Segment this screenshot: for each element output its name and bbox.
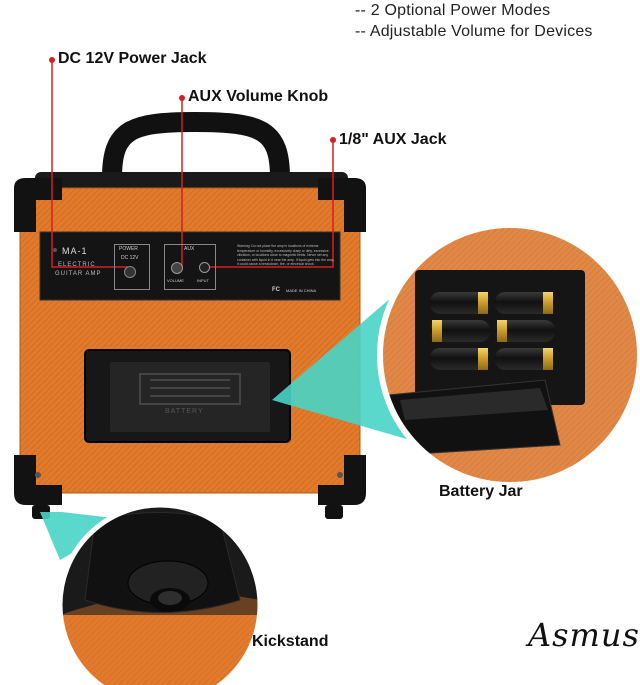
corner-protectors xyxy=(14,178,366,505)
battery-zoom-circle xyxy=(380,225,640,485)
callout-kickstand: Kickstand xyxy=(252,633,329,650)
panel-power-label: POWER xyxy=(119,246,138,252)
feature-power-modes: -- 2 Optional Power Modes xyxy=(355,2,551,19)
panel-made-in: MADE IN CHINA xyxy=(286,288,317,293)
panel-dc-label: DC 12V xyxy=(121,255,139,261)
dc-power-jack xyxy=(124,266,136,278)
panel-warning-text: Warning: Do not place the amp in locatio… xyxy=(237,244,335,267)
amp-foot-right xyxy=(325,505,343,519)
callout-aux-jack: 1/8" AUX Jack xyxy=(339,131,447,148)
aux-input-jack xyxy=(199,262,210,273)
callout-aux-volume-knob: AUX Volume Knob xyxy=(188,88,329,105)
panel-aux-section xyxy=(164,244,216,290)
aux-volume-knob xyxy=(171,262,183,274)
feature-adjustable-volume: -- Adjustable Volume for Devices xyxy=(355,23,593,40)
panel-model: MA-1 xyxy=(62,246,88,256)
kickstand-zoom-circle xyxy=(60,505,260,685)
panel-type-line1: ELECTRIC xyxy=(58,262,96,268)
battery-door-label: BATTERY xyxy=(165,408,204,415)
panel-aux-label: AUX xyxy=(184,246,195,252)
amp-handle xyxy=(102,111,290,188)
callout-dc-power-jack: DC 12V Power Jack xyxy=(58,50,207,67)
panel-fc-mark: FC xyxy=(272,287,280,293)
callout-battery-jar: Battery Jar xyxy=(439,483,523,500)
brand-logo: Asmuse xyxy=(528,616,640,654)
back-panel xyxy=(39,231,341,301)
panel-volume-label: VOLUME xyxy=(167,278,184,283)
battery-cells xyxy=(430,292,555,370)
battery-zoom-beam xyxy=(272,290,410,440)
panel-type-line2: GUITAR AMP xyxy=(55,271,102,277)
panel-power-section xyxy=(114,244,150,290)
callout-dots xyxy=(49,57,336,143)
panel-input-label: INPUT xyxy=(197,278,209,283)
